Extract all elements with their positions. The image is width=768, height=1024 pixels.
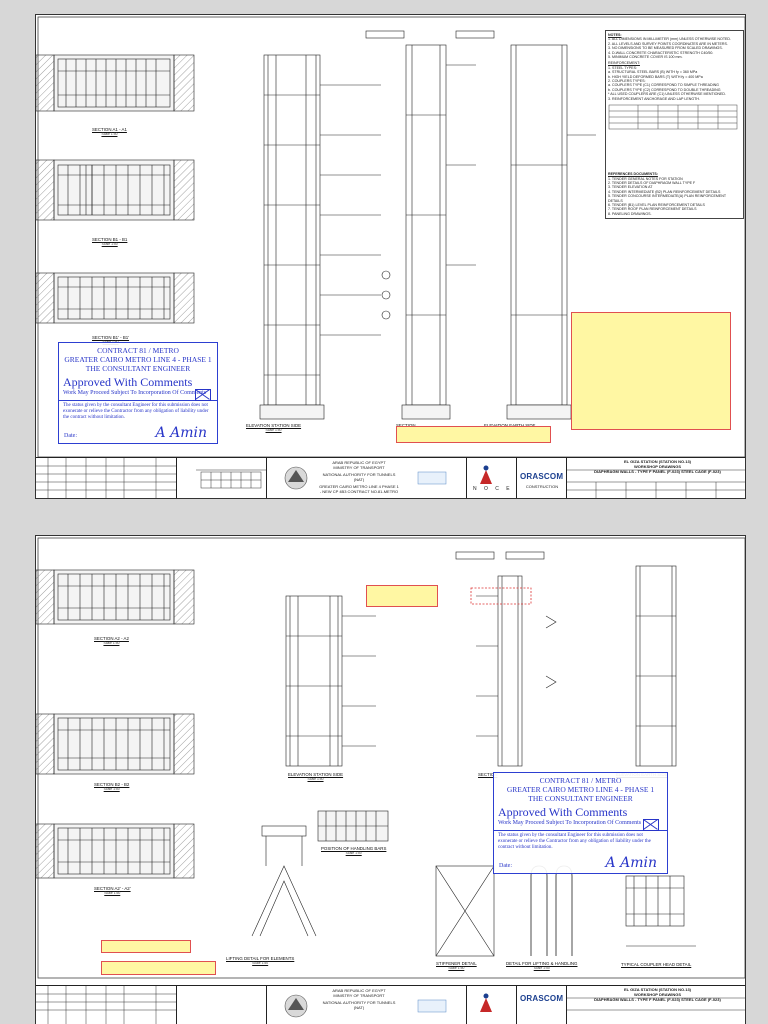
contractor-cell: ORASCOM CONSTRUCTION xyxy=(516,458,567,498)
stamp-status: Approved With Comments xyxy=(63,375,193,389)
check-box-icon xyxy=(643,819,659,831)
approval-stamp: CONTRACT 81 / METRO GREATER CAIRO METRO … xyxy=(493,772,668,874)
stamp-engineer: THE CONSULTANT ENGINEER xyxy=(85,364,191,373)
approval-stamp: CONTRACT 81 / METRO GREATER CAIRO METRO … xyxy=(58,342,218,444)
note-line: 3. NO DIMENSIONS TO BE MEASURED FROM SCA… xyxy=(608,46,723,51)
comment-highlight-box xyxy=(101,940,191,953)
authority-text: ARAB REPUBLIC OF EGYPT MINISTRY OF TRANS… xyxy=(322,988,396,1010)
ref-line: 2. TENDER DETAILS OF DIAPHRAGM WALL TYPE… xyxy=(608,180,696,185)
stamp-proceed: Work May Proceed Subject To Incorporatio… xyxy=(63,390,207,396)
note-line: b. COUPLERS TYPE (C2) CORRESPOND TO DOUB… xyxy=(608,87,721,92)
ref-line: 8. PANELING DRAWINGS. xyxy=(608,211,652,216)
title-block: ARAB REPUBLIC OF EGYPT MINISTRY OF TRANS… xyxy=(36,985,745,1024)
signature: A Amin xyxy=(155,425,207,441)
notes-heading: NOTES: xyxy=(608,33,622,37)
designer-name: N O C E xyxy=(473,486,513,492)
comment-highlight-box xyxy=(571,312,731,430)
note-line: 2. COUPLERS TYPES: xyxy=(608,79,646,84)
note-line: a. COUPLERS TYPE (C1) CORRESPOND TO SIMP… xyxy=(608,83,719,88)
key-plan-cell xyxy=(176,986,267,1024)
stamp-contract: CONTRACT 81 / METRO xyxy=(539,776,622,785)
stamp-project: GREATER CAIRO METRO LINE 4 - PHASE 1 xyxy=(64,355,212,364)
drawing-sheet-2-linework xyxy=(36,537,745,979)
noce-logo-icon xyxy=(480,465,492,484)
lap-length-table xyxy=(608,104,738,130)
stamp-engineer: THE CONSULTANT ENGINEER xyxy=(528,794,633,803)
note-line: 2. ALL LEVELS AND SURVEY POINTS COORDINA… xyxy=(608,41,728,46)
section-caption: SECTION xyxy=(478,772,498,777)
authority-text: ARAB REPUBLIC OF EGYPT MINISTRY OF TRANS… xyxy=(319,460,399,494)
metro-logo-icon xyxy=(417,471,447,485)
note-line: 1. ALL DIMENSIONS IN MILLIMETER (mm) UNL… xyxy=(608,37,732,42)
metro-logo-icon xyxy=(417,999,447,1013)
drawing-title-cell: EL GIZA STATION (STATION NO.13) WORKSHOP… xyxy=(566,458,745,498)
title-block: ARAB REPUBLIC OF EGYPT MINISTRY OF TRANS… xyxy=(36,457,745,498)
contractor-name: ORASCOM xyxy=(520,472,564,481)
notes-panel: NOTES: 1. ALL DIMENSIONS IN MILLIMETER (… xyxy=(605,30,744,220)
ref-line: 3. TENDER ELEVATION AT xyxy=(608,185,653,190)
stamp-disclaimer: The status given by the consultant Engin… xyxy=(494,830,667,851)
designer-cell xyxy=(466,986,517,1024)
comment-highlight-box xyxy=(396,426,551,443)
stamp-disclaimer: The status given by the consultant Engin… xyxy=(59,400,217,421)
stamp-date: Date: xyxy=(64,433,77,439)
authority-cell: ARAB REPUBLIC OF EGYPT MINISTRY OF TRANS… xyxy=(266,986,467,1024)
ref-line: 5. TENDER CONCOURSE INTERMEDIATE(A) PLAN… xyxy=(608,194,727,203)
stamp-project: GREATER CAIRO METRO LINE 4 - PHASE 1 xyxy=(506,785,655,794)
stamp-contract: CONTRACT 81 / METRO xyxy=(97,346,179,355)
drawing-sheet-1-linework xyxy=(36,16,745,458)
stamp-proceed: Work May Proceed Subject To Incorporatio… xyxy=(498,820,642,826)
note-line: 4. D-WALL CONCRETE CHARACTERISTIC STRENG… xyxy=(608,50,714,55)
drawing-title-cell: EL GIZA STATION (STATION NO.13) WORKSHOP… xyxy=(566,986,745,1024)
comment-highlight-box xyxy=(366,585,438,607)
drawing-title: EL GIZA STATION (STATION NO.13) WORKSHOP… xyxy=(594,987,721,1002)
note-line: 5. MINIMUM CONCRETE COVER IS 100 mm. xyxy=(608,55,683,60)
drawing-title: EL GIZA STATION (STATION NO.13) WORKSHOP… xyxy=(594,459,721,474)
note-line: REINFORCEMENT: xyxy=(608,61,640,66)
designer-cell: N O C E xyxy=(466,458,517,498)
comment-highlight-box xyxy=(101,961,216,975)
section-a2p-caption: SECTION A2' - A2'Scale 1:50 xyxy=(94,886,131,895)
signature: A Amin xyxy=(605,855,657,871)
authority-cell: ARAB REPUBLIC OF EGYPT MINISTRY OF TRANS… xyxy=(266,458,467,498)
contractor-name: ORASCOM xyxy=(520,994,564,1003)
noce-logo-icon xyxy=(480,993,492,1012)
title-block-grid xyxy=(36,458,745,498)
check-box-icon xyxy=(195,389,211,401)
note-line: b. HIGH YIELD DEFORMED BARS (T) WITH fy … xyxy=(608,74,703,79)
note-line: * ALL USED COUPLERS ARE (C1) UNLESS OTHE… xyxy=(608,92,727,97)
stamp-status: Approved With Comments xyxy=(498,805,628,819)
ref-line: 4. TENDER INTERMEDIATE (B2) PLAN REINFOR… xyxy=(608,189,721,194)
nat-logo-icon xyxy=(284,466,308,490)
ref-line: 7. TENDER ROOF PLAN REINFORCEMENT DETAIL… xyxy=(608,207,697,212)
ref-line: 1. TENDER GENERAL NOTES FOR STATION xyxy=(608,176,683,181)
key-plan-cell xyxy=(176,458,267,498)
note-line: a. STRUCTURAL STEEL BARS (B) WITH fy = 3… xyxy=(608,70,698,75)
stamp-date: Date: xyxy=(499,863,512,869)
title-block-grid xyxy=(36,986,745,1024)
contractor-cell: ORASCOM xyxy=(516,986,567,1024)
contractor-sub: CONSTRUCTION xyxy=(525,484,559,489)
coupler-head-caption: TYPICAL COUPLER HEAD DETAIL xyxy=(621,962,692,967)
nat-logo-icon xyxy=(284,994,308,1018)
ref-line: 6. TENDER (B1) LEVEL PLAN REINFORCEMENT … xyxy=(608,202,705,207)
note-line: 1. STEEL TYPES: xyxy=(608,65,637,70)
note-line: 3. REINFORCEMENT ANCHORAGE AND LAP LENGT… xyxy=(608,96,700,101)
ref-heading: REFERENCES DOCUMENTS: xyxy=(608,172,658,177)
